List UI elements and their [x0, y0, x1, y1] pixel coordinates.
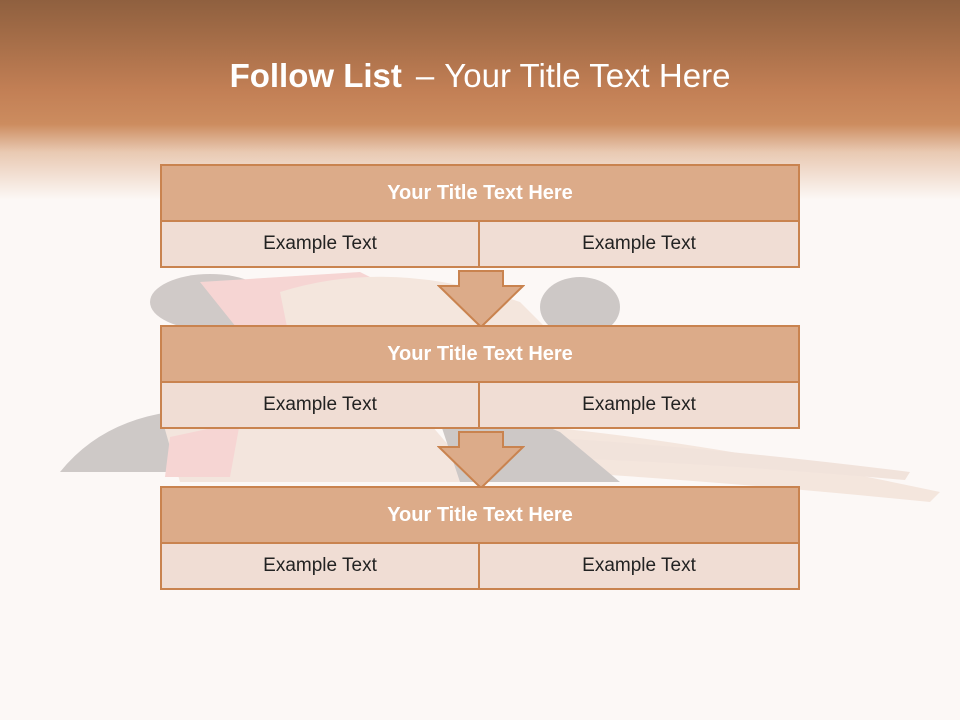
title-rest: Your Title Text Here — [444, 57, 731, 94]
slide-title: Follow List–Your Title Text Here — [0, 54, 960, 98]
step-1-left-text: Example Text — [162, 222, 480, 266]
background-photo — [60, 272, 940, 502]
step-3-right-text: Example Text — [582, 555, 696, 576]
step-title-1: Your Title Text Here — [162, 166, 798, 222]
step-2-left-text: Example Text — [162, 383, 480, 427]
step-1-right-text: Example Text — [582, 233, 696, 254]
step-box-2: Your Title Text Here Example Text Exampl… — [160, 325, 800, 429]
step-2-right-text: Example Text — [582, 394, 696, 415]
step-title-2: Your Title Text Here — [162, 327, 798, 383]
step-box-3: Your Title Text Here Example Text Exampl… — [160, 486, 800, 590]
down-arrow-icon — [437, 431, 525, 489]
title-bold: Follow List — [229, 57, 402, 94]
title-dash: – — [415, 57, 435, 94]
step-title-3: Your Title Text Here — [162, 488, 798, 544]
down-arrow-icon — [437, 270, 525, 328]
step-3-left-text: Example Text — [162, 544, 480, 588]
step-box-1: Your Title Text Here Example Text Exampl… — [160, 164, 800, 268]
